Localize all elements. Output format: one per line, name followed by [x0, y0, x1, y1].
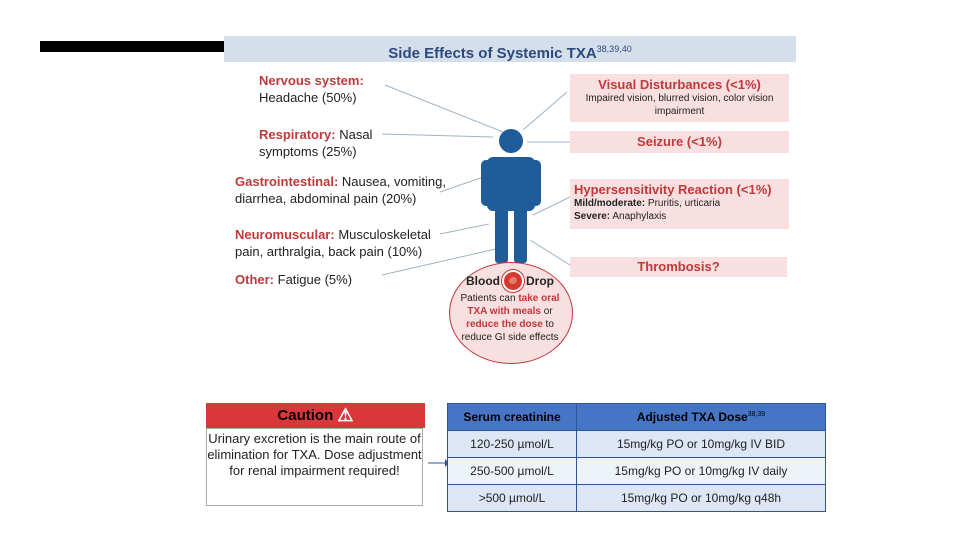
box-title: Hypersensitivity Reaction (<1%): [574, 182, 772, 197]
category-label: Neuromuscular:: [235, 227, 335, 242]
caution-text: Urinary excretion is the main route of e…: [207, 431, 422, 478]
header-refs: 38,39: [747, 411, 766, 418]
header-text: Serum creatinine: [463, 410, 561, 424]
blood-word: Blood: [466, 274, 500, 288]
severe-text: Anaphylaxis: [612, 211, 667, 222]
thrombosis-box: Thrombosis?: [570, 257, 787, 277]
visual-disturbances-box: Visual Disturbances (<1%) Impaired visio…: [570, 74, 789, 122]
creatinine-cell: >500 µmol/L: [447, 484, 577, 512]
effect-text: Nasal symptoms (25%): [259, 127, 373, 159]
side-effect-gastrointestinal: Gastrointestinal: Nausea, vomiting, diar…: [235, 173, 460, 207]
dose-cell: 15mg/kg PO or 10mg/kg q48h: [576, 484, 826, 512]
side-effect-neuromuscular: Neuromuscular: Musculoskeletal pain, art…: [235, 226, 450, 260]
mild-text: Pruritis, urticaria: [647, 198, 721, 209]
blood-cell-icon: [502, 270, 524, 292]
table-header-row: Serum creatinine Adjusted TXA Dose38,39: [447, 403, 826, 431]
title-text: Side Effects of Systemic TXA: [388, 45, 597, 62]
tip-text: to reduce GI side effects: [461, 319, 559, 343]
title-banner: [224, 36, 796, 62]
dose-cell: 15mg/kg PO or 10mg/kg IV daily: [576, 457, 826, 485]
table-row: 120-250 µmol/L 15mg/kg PO or 10mg/kg IV …: [447, 430, 826, 458]
box-title: Visual Disturbances (<1%): [598, 77, 761, 92]
drop-word: Drop: [526, 274, 554, 288]
seizure-box: Seizure (<1%): [570, 131, 789, 153]
title-refs: 38,39,40: [596, 44, 632, 54]
box-desc: Impaired vision, blurred vision, color v…: [585, 93, 774, 117]
blood-drop-header: Blood Drop: [449, 270, 571, 292]
top-black-bar: [40, 41, 225, 52]
person-icon: [481, 129, 541, 263]
hypersensitivity-box: Hypersensitivity Reaction (<1%) Mild/mod…: [570, 179, 789, 229]
effect-text: Nausea, vomiting, diarrhea, abdominal pa…: [235, 174, 446, 206]
table-row: 250-500 µmol/L 15mg/kg PO or 10mg/kg IV …: [447, 457, 826, 485]
slide-title: Side Effects of Systemic TXA38,39,40: [224, 36, 796, 62]
creatinine-cell: 250-500 µmol/L: [447, 457, 577, 485]
header-text: Adjusted TXA Dose: [636, 410, 748, 424]
category-label: Gastrointestinal:: [235, 174, 339, 189]
dose-cell: 15mg/kg PO or 10mg/kg IV BID: [576, 430, 826, 458]
box-title: Seizure (<1%): [637, 134, 722, 149]
blood-drop-text: Patients can take oral TXA with meals or…: [452, 292, 568, 344]
tip-highlight: reduce the dose: [466, 319, 543, 330]
tip-text: Patients can: [460, 293, 519, 304]
effect-text: Musculoskeletal pain, arthralgia, back p…: [235, 227, 431, 259]
col-header-dose: Adjusted TXA Dose38,39: [576, 403, 826, 431]
caution-title: Caution: [277, 407, 334, 424]
category-label: Other:: [235, 272, 274, 287]
creatinine-cell: 120-250 µmol/L: [447, 430, 577, 458]
dose-table: Serum creatinine Adjusted TXA Dose38,39 …: [447, 403, 826, 512]
effect-text: Fatigue (5%): [277, 272, 353, 287]
category-label: Nervous system:: [259, 73, 364, 88]
severe-label: Severe:: [574, 211, 611, 222]
side-effect-respiratory: Respiratory: Nasal symptoms (25%): [259, 126, 389, 160]
warning-triangle-icon: ⚠: [337, 405, 354, 425]
mild-label: Mild/moderate:: [574, 198, 646, 209]
tip-highlight: take oral TXA with meals: [467, 293, 560, 317]
side-effect-other: Other: Fatigue (5%): [235, 271, 395, 288]
caution-header: Caution ⚠: [206, 403, 425, 428]
table-row: >500 µmol/L 15mg/kg PO or 10mg/kg q48h: [447, 484, 826, 512]
col-header-creatinine: Serum creatinine: [447, 403, 577, 431]
caution-body: Urinary excretion is the main route of e…: [206, 428, 423, 506]
tip-text: or: [540, 306, 553, 317]
effect-text: Headache (50%): [259, 90, 357, 105]
box-title: Thrombosis?: [637, 259, 720, 274]
category-label: Respiratory:: [259, 127, 336, 142]
side-effect-nervous: Nervous system: Headache (50%): [259, 72, 399, 106]
